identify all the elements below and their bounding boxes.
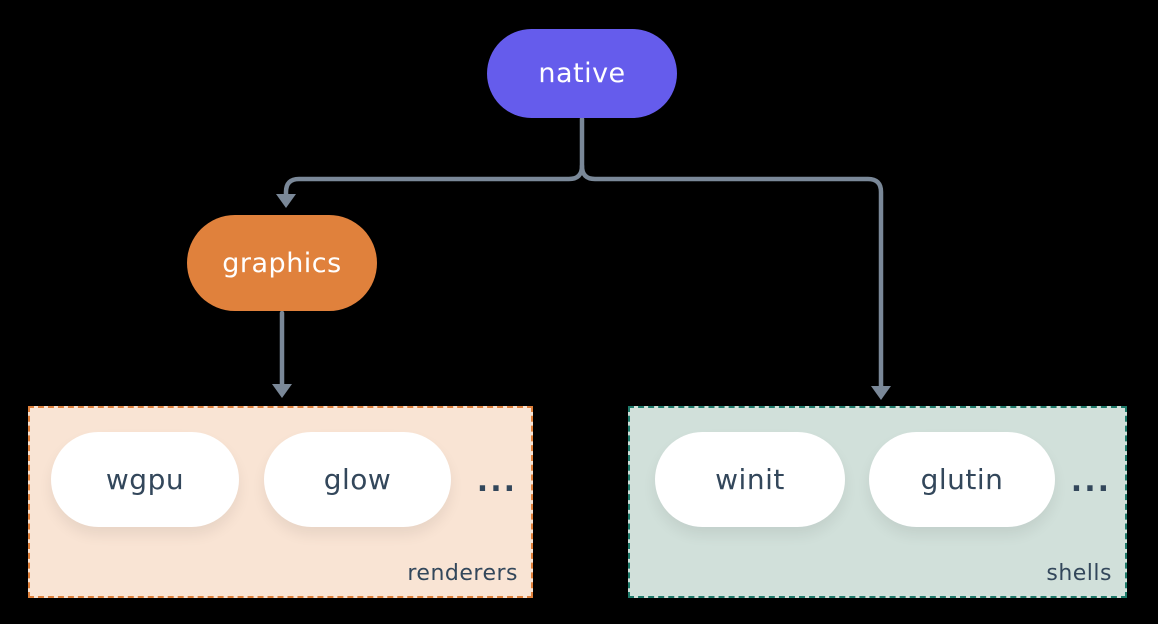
node-winit: winit <box>655 432 845 527</box>
edge-native-to-shells <box>579 163 884 390</box>
renderers-ellipsis: ... <box>476 464 517 499</box>
node-graphics-label: graphics <box>222 247 342 279</box>
node-glow: glow <box>264 432 451 527</box>
arrowhead-graphics <box>276 194 296 208</box>
node-glow-label: glow <box>323 463 392 496</box>
node-graphics: graphics <box>187 215 377 311</box>
edge-native-to-graphics <box>283 116 585 198</box>
group-shells: winit glutin ... shells <box>628 406 1127 598</box>
node-wgpu: wgpu <box>51 432 239 527</box>
node-glutin: glutin <box>869 432 1055 527</box>
group-shells-label: shells <box>1046 561 1112 586</box>
group-renderers: wgpu glow ... renderers <box>28 406 533 598</box>
arrowhead-renderers <box>272 384 292 398</box>
node-native: native <box>487 29 677 118</box>
shells-ellipsis: ... <box>1070 464 1111 499</box>
group-renderers-label: renderers <box>407 561 518 586</box>
node-glutin-label: glutin <box>920 463 1004 496</box>
node-wgpu-label: wgpu <box>105 463 185 496</box>
node-native-label: native <box>538 58 626 89</box>
node-winit-label: winit <box>715 463 785 496</box>
arrowhead-shells <box>871 386 891 400</box>
